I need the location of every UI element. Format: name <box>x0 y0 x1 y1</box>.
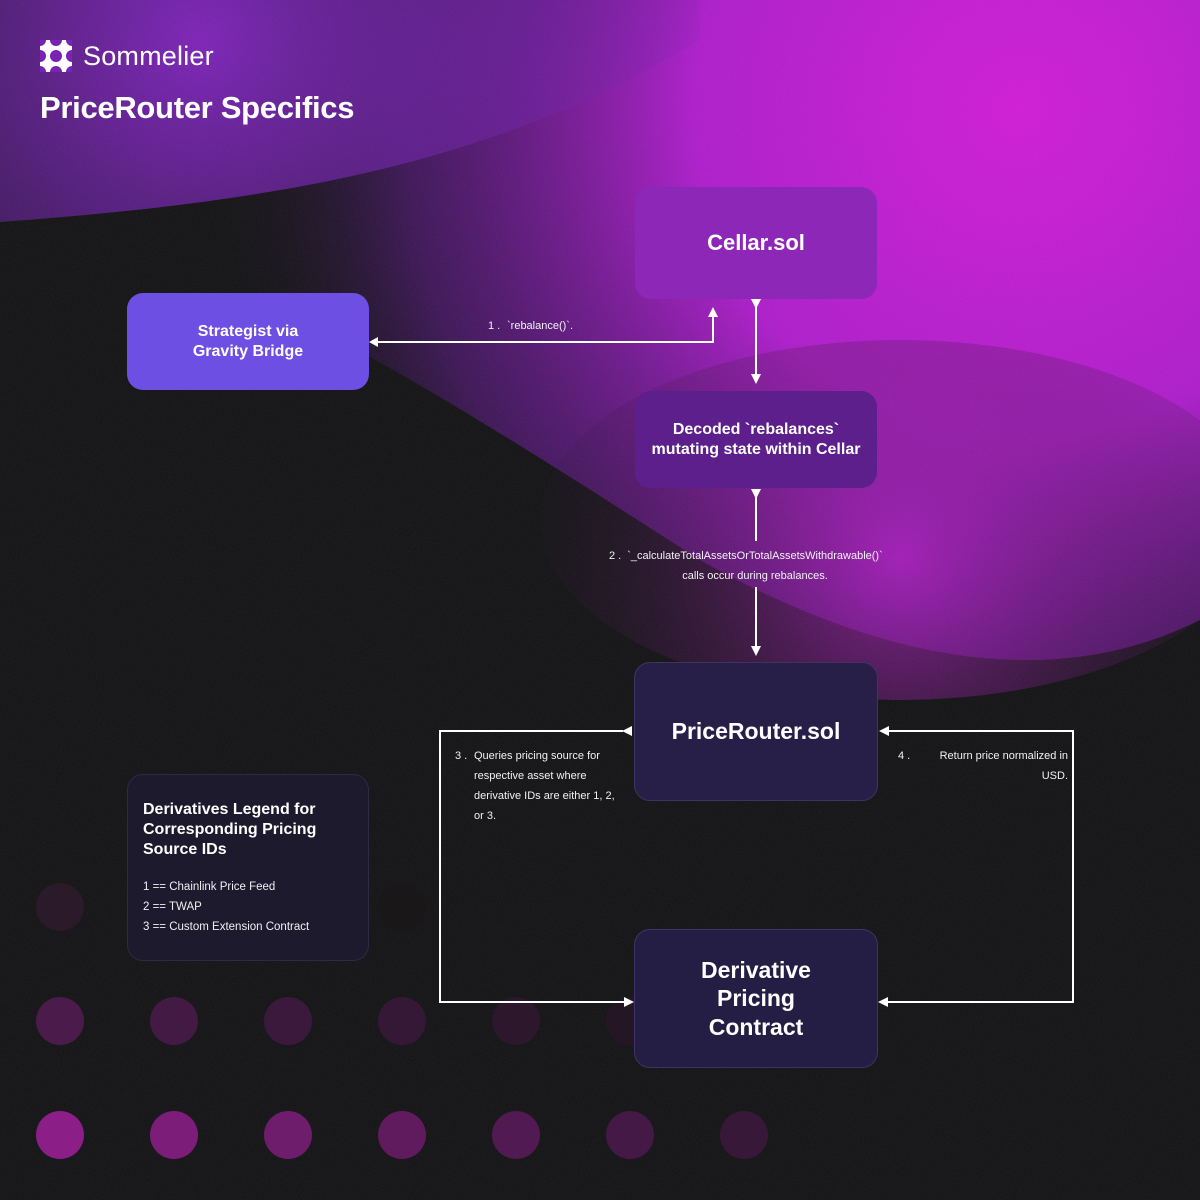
edge-label-text: Queries pricing source for respective as… <box>474 750 615 822</box>
node-strategist-line: Gravity Bridge <box>192 342 304 360</box>
arrowhead-derivative-left <box>624 997 634 1007</box>
edge-label-number: 4 . <box>898 750 911 762</box>
arrowhead-cellar-out <box>751 299 761 309</box>
edge-label-query-pricing-source: 3 . Queries pricing source for respectiv… <box>455 746 625 826</box>
edge-query-connector <box>439 730 625 1003</box>
legend-list: 1 == Chainlink Price Feed 2 == TWAP 3 ==… <box>143 877 354 937</box>
node-decoded-rebalances: Decoded `rebalances` mutating state with… <box>635 391 877 488</box>
brand-name: Sommelier <box>83 40 214 71</box>
arrowhead-strategist <box>369 337 378 347</box>
edge-label-return-price: 4 . Return price normalized in USD. <box>898 746 1068 786</box>
edge-return-connector <box>887 730 1074 1003</box>
edge-label-calculate-total-assets: 2 . `_calculateTotalAssetsOrTotalAssetsW… <box>600 546 910 586</box>
legend-item: 3 == Custom Extension Contract <box>143 921 310 933</box>
edge-label-line: calls occur during rebalances. <box>682 570 828 582</box>
edge-label-number: 2 . <box>609 550 622 562</box>
sommelier-logo-icon <box>40 40 72 72</box>
arrowhead-pricerouter-in <box>751 646 761 656</box>
node-pricerouter-label: PriceRouter.sol <box>671 718 841 745</box>
edge-label-text: `rebalance()`. <box>507 320 574 332</box>
node-derivative-line: Contract <box>708 1013 804 1040</box>
derivatives-legend: Derivatives Legend for Corresponding Pri… <box>127 774 369 961</box>
brand: Sommelier <box>40 40 214 72</box>
node-derivative-pricing-contract: Derivative Pricing Contract <box>634 929 878 1068</box>
arrowhead-pricerouter-right <box>879 726 889 736</box>
page-title: PriceRouter Specifics <box>40 90 355 125</box>
legend-item: 1 == Chainlink Price Feed <box>143 881 276 893</box>
edge-rebalance-connector <box>377 316 714 343</box>
arrowhead-decoded-out <box>751 489 761 499</box>
arrowhead-decoded-in <box>751 374 761 384</box>
node-decoded-line: Decoded `rebalances` <box>672 420 840 438</box>
edge-label-line: `_calculateTotalAssetsOrTotalAssetsWithd… <box>627 550 883 562</box>
node-derivative-line: Derivative <box>701 957 811 984</box>
node-pricerouter: PriceRouter.sol <box>634 662 878 801</box>
edge-label-number: 1 . <box>488 320 501 332</box>
arrowhead-pricerouter-left <box>622 726 632 736</box>
node-derivative-line: Pricing <box>717 985 795 1012</box>
node-cellar: Cellar.sol <box>635 187 877 299</box>
node-strategist: Strategist via Gravity Bridge <box>127 293 369 390</box>
legend-title: Derivatives Legend for Corresponding Pri… <box>143 801 317 858</box>
node-cellar-label: Cellar.sol <box>707 230 805 256</box>
edge-label-number: 3 . <box>455 750 468 762</box>
edge-label-rebalance: 1 . `rebalance()`. <box>488 316 573 336</box>
node-decoded-line: mutating state within Cellar <box>651 440 861 458</box>
arrowhead-cellar-up <box>708 307 718 317</box>
edge-label-text: Return price normalized in USD. <box>939 750 1068 782</box>
legend-item: 2 == TWAP <box>143 901 202 913</box>
node-strategist-line: Strategist via <box>197 322 299 340</box>
arrowhead-derivative-right <box>878 997 888 1007</box>
